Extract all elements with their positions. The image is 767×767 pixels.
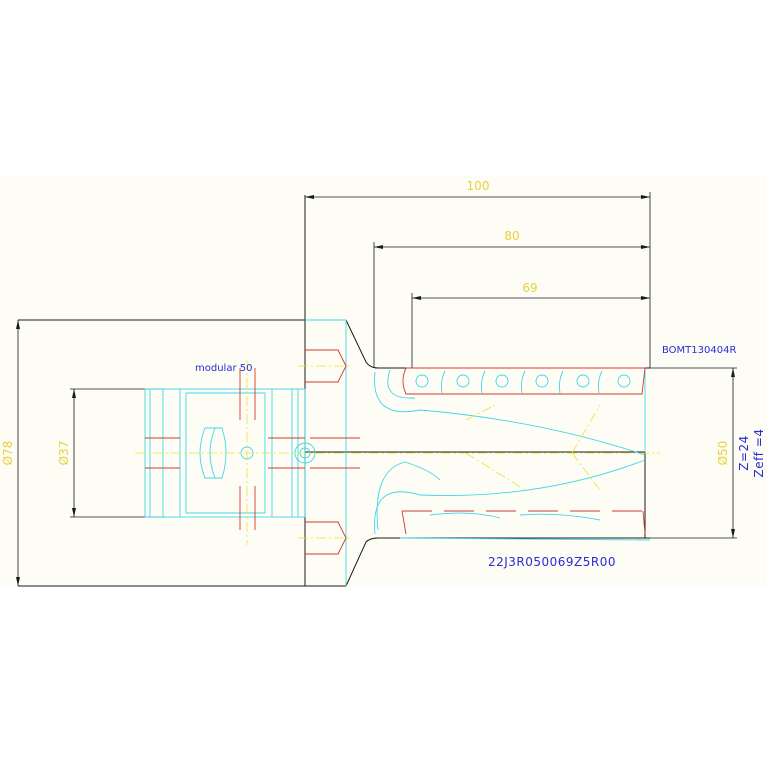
part-number-label: 22J3R050069Z5R00	[488, 555, 616, 569]
red-geometry	[145, 349, 646, 555]
adapter-label: modular 50	[195, 363, 252, 374]
dim-overall-length: 100	[467, 179, 490, 193]
effective-teeth-label: Zeff =4	[752, 428, 766, 477]
dimension-arrows	[16, 195, 735, 586]
dimension-texts: 100 80 69 Ø78 Ø37 Ø50	[1, 179, 730, 465]
teeth-label: Z=24	[737, 435, 751, 471]
dim-shank-diameter: Ø78	[1, 441, 15, 466]
drawing-sheet	[0, 176, 767, 586]
dim-cutter-diameter: Ø50	[716, 441, 730, 466]
dim-bore-diameter: Ø37	[57, 441, 71, 466]
dimension-lines	[17, 192, 737, 586]
dim-mid-length: 80	[504, 229, 519, 243]
center-lines	[135, 360, 660, 545]
insert-label: BOMT130404R	[662, 345, 736, 356]
dim-cut-length: 69	[522, 281, 537, 295]
part-labels: modular 50 BOMT130404R Z=24 Zeff =4 22J3…	[195, 345, 766, 569]
